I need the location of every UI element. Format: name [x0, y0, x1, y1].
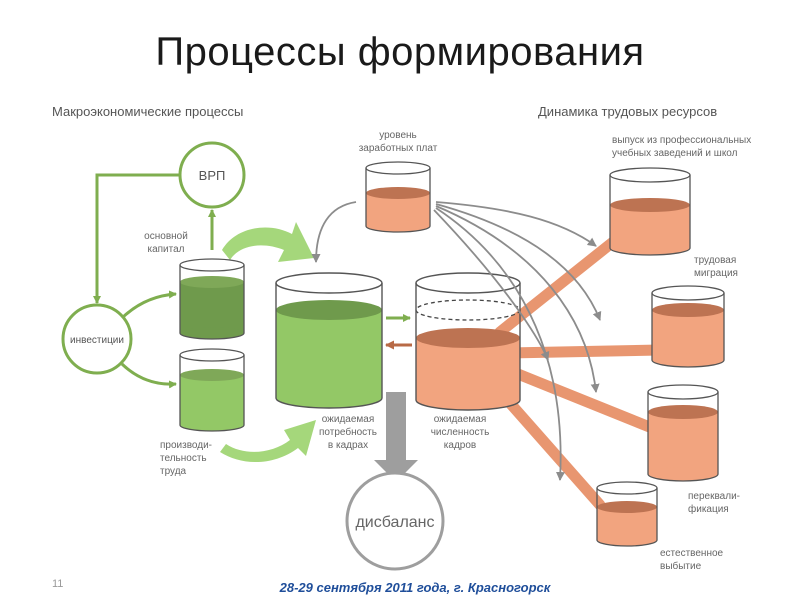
svg-text:кадров: кадров [444, 440, 476, 451]
svg-text:фикация: фикация [688, 503, 729, 515]
svg-text:выбытие: выбытие [660, 560, 702, 572]
investments-label: инвестиции [70, 335, 124, 346]
green-arrow-bottom [220, 420, 316, 463]
svg-text:численность: численность [431, 427, 490, 438]
svg-text:миграция: миграция [694, 268, 738, 279]
svg-text:капитал: капитал [147, 244, 184, 255]
investments-node: инвестиции [61, 303, 133, 375]
label-fixed-capital: основной капитал [144, 231, 188, 255]
label-migration: трудовая миграция [694, 255, 738, 279]
green-arrow-top [222, 222, 314, 262]
section-macroeconomic: Макроэкономические процессы [52, 104, 244, 119]
svg-text:труда: труда [160, 466, 187, 477]
svg-text:учебных заведений и школ: учебных заведений и школ [612, 147, 738, 159]
section-labor-dynamics: Динамика трудовых ресурсов [538, 104, 718, 119]
svg-text:уровень: уровень [379, 130, 417, 141]
retraining-cylinder [647, 384, 719, 482]
label-productivity: производи- тельность труда [160, 440, 212, 477]
svg-text:основной: основной [144, 231, 188, 242]
svg-text:переквали-: переквали- [688, 491, 740, 502]
vrp-node: ВРП [178, 141, 246, 209]
imbalance-node: дисбаланс [345, 471, 445, 571]
svg-text:потребность: потребность [319, 426, 377, 438]
label-demand: ожидаемая потребность в кадрах [319, 414, 377, 451]
fixed-capital-cylinder [179, 258, 245, 340]
slide-number: 11 [52, 578, 64, 590]
macro-flows [93, 173, 216, 389]
label-attrition: естественное выбытие [660, 548, 724, 572]
migration-cylinder [651, 285, 725, 368]
svg-text:заработных плат: заработных плат [359, 142, 438, 154]
svg-text:трудовая: трудовая [694, 255, 736, 266]
svg-text:естественное: естественное [660, 548, 724, 559]
imbalance-label: дисбаланс [355, 514, 434, 531]
svg-text:в кадрах: в кадрах [328, 440, 368, 451]
headcount-cylinder [415, 272, 521, 411]
svg-text:тельность: тельность [160, 453, 207, 464]
attrition-cylinder [596, 481, 658, 547]
demand-cylinder [275, 272, 383, 409]
productivity-cylinder [179, 348, 245, 432]
wage-influence-arrows [311, 201, 602, 481]
svg-text:производи-: производи- [160, 440, 212, 451]
imbalance-arrow [374, 392, 418, 482]
label-headcount: ожидаемая численность кадров [431, 414, 490, 451]
wages-cylinder [365, 161, 431, 233]
graduates-cylinder [609, 167, 691, 256]
label-wages: уровень заработных плат [359, 130, 438, 154]
label-retraining: переквали- фикация [688, 491, 740, 515]
vrp-label: ВРП [199, 168, 226, 183]
slide-title: Процессы формирования [155, 30, 645, 74]
svg-text:ожидаемая: ожидаемая [322, 414, 375, 425]
label-graduates: выпуск из профессиональных учебных завед… [612, 134, 751, 159]
svg-text:выпуск из профессиональных: выпуск из профессиональных [612, 134, 751, 146]
svg-text:ожидаемая: ожидаемая [434, 414, 487, 425]
footer-date-location: 28-29 сентября 2011 года, г. Красногорск [279, 580, 551, 595]
